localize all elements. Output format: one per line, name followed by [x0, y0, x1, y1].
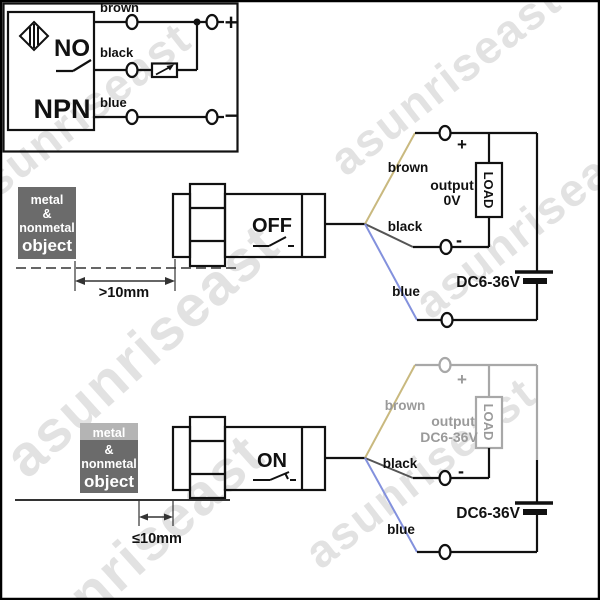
state-label: ON	[257, 450, 287, 472]
npn-schematic	[2, 2, 239, 153]
connector-oval	[438, 543, 452, 561]
dimension-arrowhead	[75, 277, 85, 285]
sensor-tip	[171, 192, 192, 259]
output-label: output	[431, 413, 475, 429]
black-wire	[364, 457, 414, 479]
connector-oval	[205, 13, 219, 31]
output-label: output	[430, 177, 474, 193]
sensor-body	[223, 192, 327, 259]
dimension-arrowhead	[139, 513, 148, 521]
black-wire	[364, 223, 414, 248]
object-block	[18, 187, 76, 259]
object-text: nonmetal	[19, 221, 75, 235]
no-label: NO	[54, 35, 90, 62]
connector-oval	[205, 108, 219, 126]
object-text: &	[104, 443, 113, 457]
blue-wire	[364, 223, 418, 321]
brown-wire-label: brown	[385, 398, 426, 413]
on-diagram: metal & nonmetal object ≤10mm	[15, 356, 553, 561]
object-text: metal	[31, 193, 64, 207]
minus-sign: -	[458, 461, 464, 481]
blue-wire-label: blue	[387, 522, 415, 537]
brown-wire-label: brown	[388, 160, 429, 175]
connector-oval	[125, 61, 139, 79]
switch-open-icon	[268, 236, 287, 247]
schematic-frame	[2, 2, 239, 153]
watermark-text: asunriseast	[405, 116, 600, 328]
proximity-sensor-icon	[18, 20, 50, 52]
blue-wire	[364, 457, 418, 553]
dimension-arrowhead	[165, 277, 175, 285]
diamond-outline	[18, 20, 50, 52]
object-text: metal	[93, 426, 126, 440]
brown-wire	[364, 132, 416, 225]
connector-oval	[439, 238, 453, 256]
object-text: object	[22, 236, 72, 255]
load-arrowhead	[166, 64, 174, 71]
load-label: LOAD	[481, 404, 496, 441]
distance-label: ≤10mm	[132, 531, 182, 547]
npn-label: NPN	[33, 94, 90, 124]
load-box	[474, 395, 504, 450]
connector-oval	[438, 356, 452, 374]
connector-oval	[438, 124, 452, 142]
load-label: LOAD	[481, 172, 496, 209]
no-switch-symbol	[56, 59, 92, 73]
blue-wire-label: blue	[100, 95, 127, 110]
plus-sign: +	[457, 370, 467, 389]
object-block	[80, 440, 138, 493]
object-text: &	[42, 207, 51, 221]
connector-oval	[125, 13, 139, 31]
object-block-top	[80, 423, 138, 440]
black-wire-label: black	[388, 219, 423, 234]
battery-label: DC6-36V	[456, 505, 520, 522]
object-text: object	[84, 472, 134, 491]
plus-terminal-label: +	[225, 10, 238, 35]
switch-closed-icon	[284, 472, 289, 480]
blue-wire-label: blue	[392, 284, 420, 299]
state-label: OFF	[252, 215, 292, 237]
black-wire-label: black	[383, 456, 418, 471]
dimension-arrowhead	[164, 513, 173, 521]
connector-oval	[125, 108, 139, 126]
brown-wire	[364, 364, 416, 459]
black-wire-label: black	[100, 45, 134, 60]
output-voltage: DC6-36V	[420, 429, 478, 445]
minus-sign: -	[456, 230, 462, 250]
brown-wire-label: brown	[100, 0, 139, 15]
plus-sign: +	[457, 135, 467, 154]
connector-oval	[438, 469, 452, 487]
output-voltage: 0V	[443, 192, 461, 208]
watermark-text: asunriseast	[320, 0, 571, 185]
battery-label: DC6-36V	[456, 274, 520, 291]
gray-load-branch	[415, 356, 539, 460]
minus-terminal-label: −	[225, 103, 238, 128]
off-diagram: metal & nonmetal object >10mm	[16, 124, 553, 329]
load-arrow	[155, 66, 171, 76]
connector-oval	[440, 311, 454, 329]
junction-dot	[193, 18, 201, 26]
object-text: nonmetal	[81, 457, 137, 471]
distance-label: >10mm	[99, 285, 149, 301]
